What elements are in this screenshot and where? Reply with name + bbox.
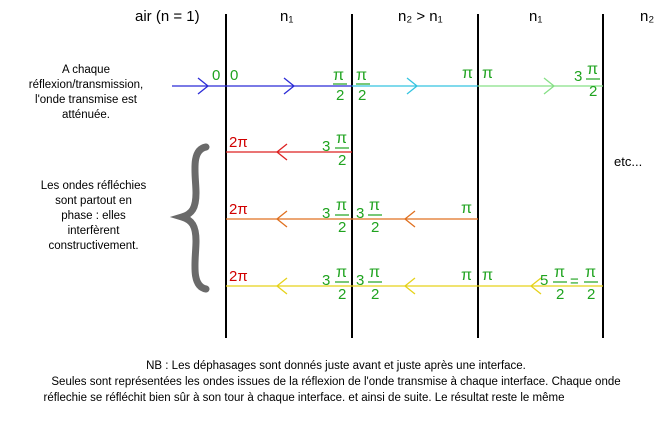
- phase-two-bottom: 2: [371, 219, 379, 236]
- phase-three: 3: [356, 205, 364, 222]
- phase-three: 3: [322, 205, 330, 222]
- phase-three: 3: [574, 68, 582, 85]
- phase-two-bottom: 2: [589, 83, 597, 100]
- transmitted-ray: [172, 77, 603, 95]
- header-n1-a: n₁: [280, 8, 293, 25]
- phase-two-bottom: 2: [587, 286, 595, 303]
- phase-pi: π: [482, 65, 493, 82]
- phase-two-pi: 2π: [229, 134, 248, 151]
- footer-note: NB : Les déphasages sont donnés juste av…: [0, 358, 672, 406]
- phase-pi-top: π: [333, 67, 344, 84]
- phase-pi-top: π: [336, 264, 347, 281]
- phase-three: 3: [322, 138, 330, 155]
- phase-two-bottom: 2: [338, 219, 346, 236]
- transmission-note-line: A chaque: [62, 64, 110, 76]
- phase-pi-top: π: [336, 130, 347, 147]
- footer-line-3: réflechie se réfléchit bien sûr à son to…: [43, 392, 565, 404]
- reflected-ray-1: [226, 143, 352, 161]
- transmission-note: A chaque réflexion/transmission, l'onde …: [5, 63, 167, 123]
- left-brace: [169, 143, 210, 293]
- reflected-note-line: sont partout en: [55, 195, 132, 207]
- phase-pi-top: π: [369, 197, 380, 214]
- phase-two-pi: 2π: [229, 268, 248, 285]
- phase-pi: π: [462, 65, 473, 82]
- phase-two-bottom: 2: [336, 87, 344, 104]
- phase-pi-top: π: [587, 61, 598, 78]
- header-air: air (n = 1): [135, 8, 200, 25]
- reflected-note: Les ondes réfléchies sont partout en pha…: [11, 179, 176, 254]
- footer-line-1: NB : Les déphasages sont donnés juste av…: [146, 360, 526, 372]
- phase-equals: =: [570, 273, 579, 290]
- transmission-note-line: réflexion/transmission,: [28, 79, 144, 91]
- phase-pi: π: [482, 267, 493, 284]
- header-n2: n₂: [640, 8, 654, 25]
- transmission-note-line: atténuée.: [62, 109, 110, 121]
- header-n2-gt-n1: n₂ > n₁: [398, 8, 443, 25]
- reflected-ray-3: [226, 277, 603, 295]
- phase-pi-top: π: [356, 67, 367, 84]
- phase-two-bottom: 2: [371, 286, 379, 303]
- phase-two-pi: 2π: [229, 201, 248, 218]
- etc-label: etc...: [614, 154, 642, 169]
- phase-three: 3: [356, 272, 364, 289]
- header-n1-b: n₁: [529, 8, 542, 25]
- phase-zero-left: 0: [212, 67, 220, 84]
- phase-pi-top: π: [369, 264, 380, 281]
- transmission-note-line: l'onde transmise est: [35, 94, 137, 106]
- phase-two-bottom: 2: [338, 286, 346, 303]
- phase-pi: π: [461, 200, 472, 217]
- phase-two-bottom: 2: [338, 152, 346, 169]
- phase-two-bottom: 2: [556, 286, 564, 303]
- phase-zero-right: 0: [230, 67, 238, 84]
- reflected-note-line: interfèrent: [67, 225, 120, 237]
- phase-two-bottom: 2: [358, 87, 366, 104]
- reflected-note-line: phase : elles: [61, 210, 126, 222]
- footer-line-2: Seules sont représentées les ondes issue…: [51, 376, 621, 388]
- phase-pi-top: π: [585, 264, 596, 281]
- phase-three: 3: [322, 272, 330, 289]
- reflected-note-line: Les ondes réfléchies: [40, 180, 147, 192]
- phase-pi-top: π: [554, 264, 565, 281]
- phase-pi: π: [461, 267, 472, 284]
- reflected-note-line: constructivement.: [48, 240, 139, 252]
- phase-five: 5: [540, 272, 548, 289]
- phase-pi-top: π: [336, 197, 347, 214]
- reflected-ray-2: [226, 210, 478, 228]
